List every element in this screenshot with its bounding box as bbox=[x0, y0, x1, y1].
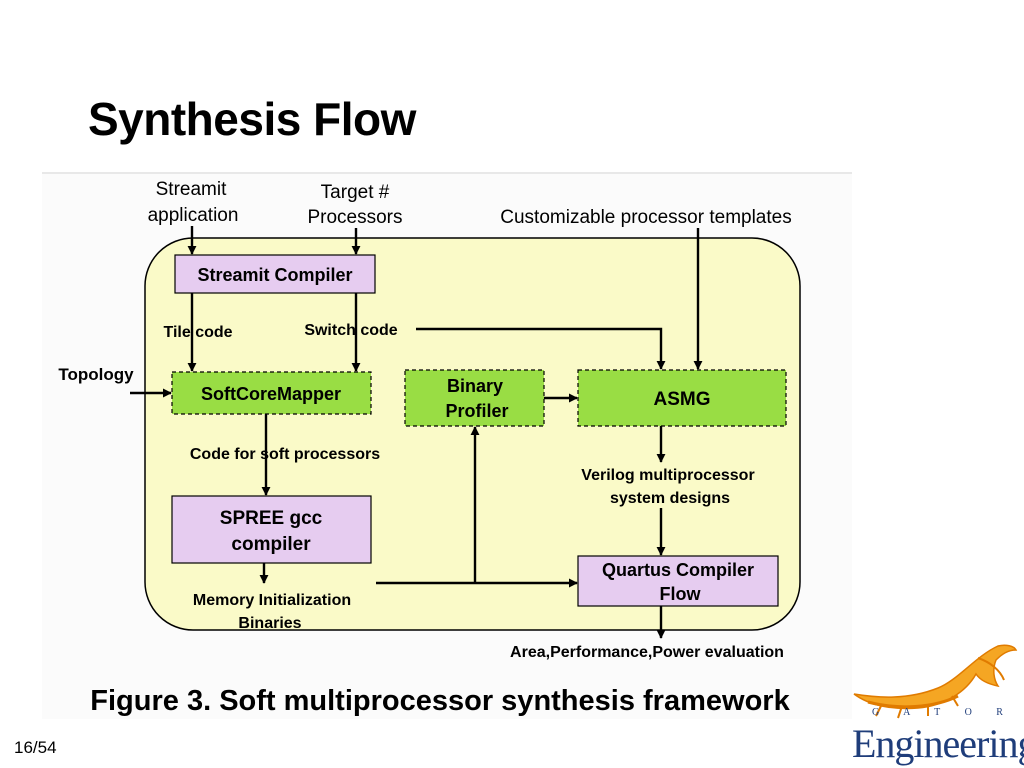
target-processors-label: Target # bbox=[321, 182, 390, 203]
streamit-compiler-label: Streamit Compiler bbox=[197, 265, 352, 285]
verilog-label: Verilog multiprocessor bbox=[581, 467, 754, 484]
figure-top-border bbox=[42, 172, 852, 174]
binary-profiler-box bbox=[404, 369, 545, 427]
switch-code-label: Switch code bbox=[304, 322, 397, 339]
logo-gator-text: G A T O R bbox=[872, 707, 1014, 718]
binary-profiler-label-2: Profiler bbox=[445, 401, 508, 421]
quartus-label: Quartus Compiler bbox=[602, 560, 754, 580]
spree-box bbox=[171, 495, 372, 564]
streamit-compiler-box bbox=[174, 254, 376, 294]
binary-profiler-label: Binary bbox=[447, 376, 503, 396]
logo-wordmark-text: Engineering bbox=[852, 721, 1024, 766]
verilog-label-2: system designs bbox=[610, 490, 730, 507]
logo-wordmark: Engineering® bbox=[852, 720, 1024, 767]
gator-logo bbox=[853, 644, 1018, 719]
quartus-box bbox=[577, 555, 779, 607]
memory-label: Memory Initialization bbox=[193, 592, 351, 609]
page-number: 16/54 bbox=[14, 738, 57, 757]
asmg-box bbox=[577, 369, 787, 427]
slide-title: Synthesis Flow bbox=[88, 93, 416, 145]
streamit-application-label: Streamit bbox=[156, 179, 227, 200]
topology-label: Topology bbox=[58, 365, 134, 384]
figure-caption: Figure 3. Soft multiprocessor synthesis … bbox=[90, 685, 790, 717]
quartus-label-2: Flow bbox=[660, 584, 702, 604]
asmg-label: ASMG bbox=[654, 389, 711, 410]
memory-label-2: Binaries bbox=[238, 615, 301, 632]
templates-label: Customizable processor templates bbox=[500, 207, 791, 228]
code-for-soft-label: Code for soft processors bbox=[190, 446, 380, 463]
spree-label: SPREE gcc bbox=[220, 508, 323, 529]
area-label: Area,Performance,Power evaluation bbox=[510, 644, 784, 661]
softcoremapper-label: SoftCoreMapper bbox=[201, 384, 341, 404]
arrow-switch-to-asmg bbox=[416, 327, 666, 370]
spree-label-2: compiler bbox=[231, 534, 311, 555]
target-processors-label-2: Processors bbox=[307, 207, 402, 228]
softcoremapper-box bbox=[171, 371, 372, 415]
tile-code-label: Tile code bbox=[163, 324, 232, 341]
streamit-application-label-2: application bbox=[148, 205, 239, 226]
